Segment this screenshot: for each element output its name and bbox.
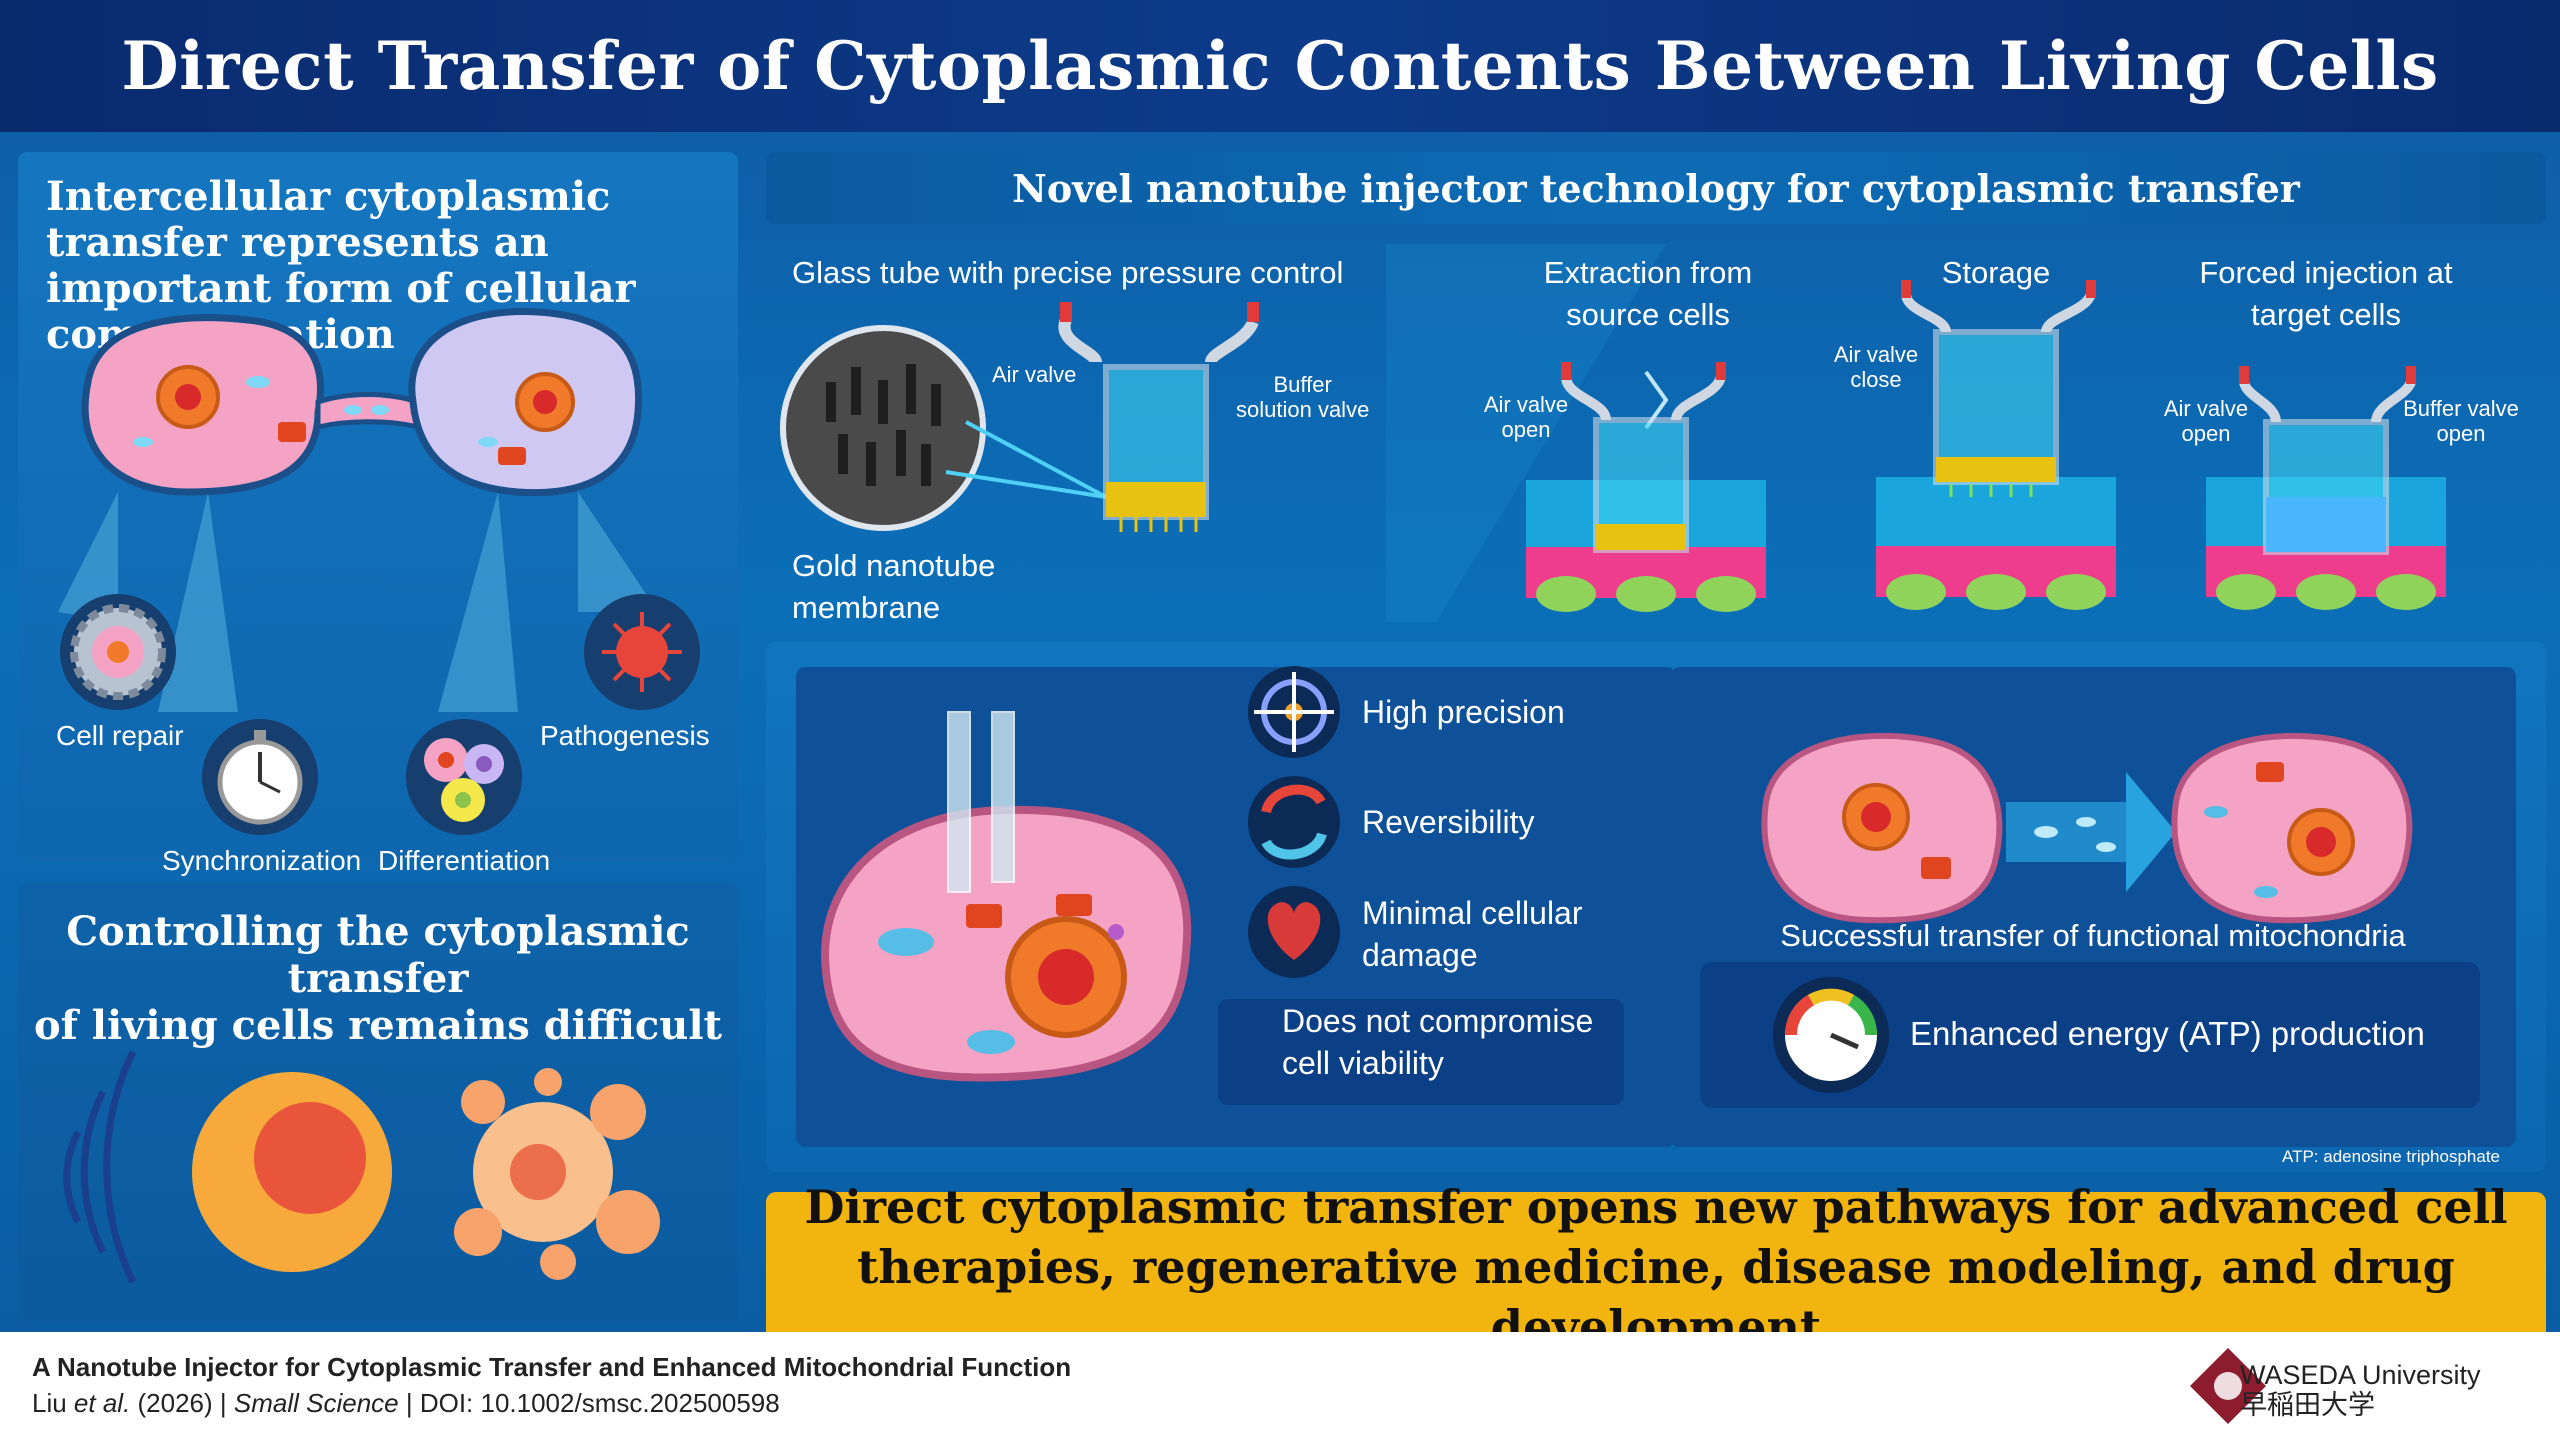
storage-setup <box>1876 280 2116 610</box>
gauge-icon <box>1773 977 1889 1093</box>
crosshair-icon <box>1248 666 1340 758</box>
difficulty-heading: Controlling the cytoplasmic transfer of … <box>33 908 723 1049</box>
conclusion-banner: Direct cytoplasmic transfer opens new pa… <box>766 1180 2546 1354</box>
injector-heading: Novel nanotube injector technology for c… <box>1012 165 2300 211</box>
title-bar: Direct Transfer of Cytoplasmic Contents … <box>0 0 2560 132</box>
difficulty-illustration <box>63 1050 660 1284</box>
results-panel: High precision Reversibility Minimal cel… <box>766 642 2546 1172</box>
nanotube-membrane-micrograph <box>780 325 986 531</box>
injector-heading-bar: Novel nanotube injector technology for c… <box>766 152 2546 224</box>
waseda-logo-icon <box>2190 1348 2266 1424</box>
signal-wave-icon <box>63 1130 82 1224</box>
atp-footnote: ATP: adenosine triphosphate <box>2282 1147 2500 1166</box>
paper-title: A Nanotube Injector for Cytoplasmic Tran… <box>32 1352 1072 1382</box>
ruptured-cell-icon <box>454 1068 660 1280</box>
footer: A Nanotube Injector for Cytoplasmic Tran… <box>0 1332 2560 1440</box>
air-valve-label: Air valve <box>992 362 1077 387</box>
citation: Liu et al. (2026) | Small Science | DOI:… <box>32 1388 780 1418</box>
reversibility-label: Reversibility <box>1362 804 1535 840</box>
forced-injection-setup <box>2206 366 2446 610</box>
high-precision-label: High precision <box>1362 694 1565 730</box>
glass-tube-icon <box>1058 302 1259 532</box>
difficulty-panel: Controlling the cytoplasmic transfer of … <box>18 882 738 1322</box>
left-column: Intercellular cytoplasmic transfer repre… <box>18 152 738 1322</box>
storage-label: Storage <box>1941 255 2051 290</box>
injector-panel: Novel nanotube injector technology for c… <box>766 152 2546 625</box>
connected-cells-illustration <box>58 308 700 835</box>
recipient-cell-illustration <box>2171 732 2413 924</box>
extraction-setup <box>1526 362 1766 612</box>
page-title: Direct Transfer of Cytoplasmic Contents … <box>121 27 2439 105</box>
differentiation-label: Differentiation <box>378 845 551 876</box>
synchronization-label: Synchronization <box>162 845 362 876</box>
conclusion-text: Direct cytoplasmic transfer opens new pa… <box>804 1180 2508 1354</box>
communication-panel: Intercellular cytoplasmic transfer repre… <box>18 152 738 876</box>
mito-transfer-label: Successful transfer of functional mitoch… <box>1780 918 2406 953</box>
source-cell-illustration <box>1761 732 2003 924</box>
results-illustration <box>821 666 2480 1108</box>
target-cell-illustration <box>821 711 1192 1082</box>
pathogen-icon <box>584 594 700 710</box>
viability-box <box>1218 999 1624 1105</box>
stopwatch-icon <box>202 719 318 835</box>
reverse-arrows-icon <box>1248 776 1340 868</box>
differentiation-icon <box>406 719 522 835</box>
cell-repair-label: Cell repair <box>56 720 184 751</box>
right-column: Novel nanotube injector technology for c… <box>766 152 2546 1354</box>
glass-tube-label: Glass tube with precise pressure control <box>792 255 1344 290</box>
atp-box <box>1700 962 2480 1108</box>
arrow-right-icon <box>2006 772 2176 892</box>
gear-icon <box>60 594 176 710</box>
pathogenesis-label: Pathogenesis <box>540 720 710 751</box>
atp-label: Enhanced energy (ATP) production <box>1910 1015 2425 1052</box>
heart-icon <box>1248 886 1340 978</box>
injector-illustration <box>780 244 2446 622</box>
main-area: Intercellular cytoplasmic transfer repre… <box>0 132 2560 1354</box>
